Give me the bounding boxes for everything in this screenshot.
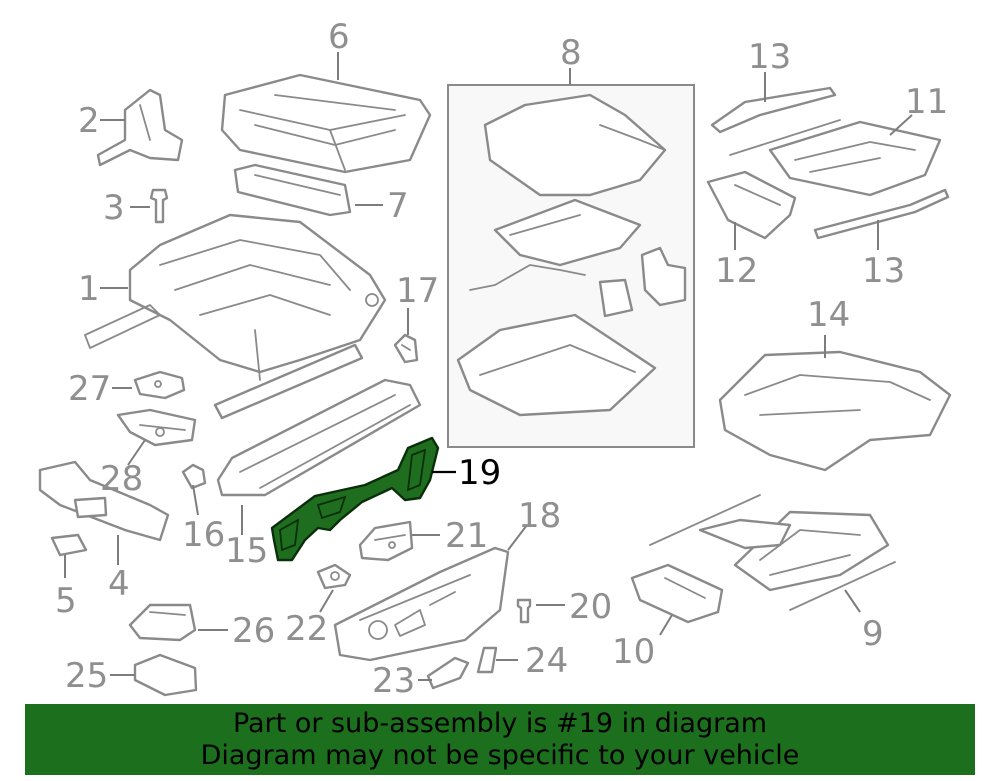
callout-1: 1 [78,269,100,309]
part-2-bracket[interactable] [96,88,184,167]
part-26-bracket[interactable] [128,603,197,642]
part-6-cushion-pan[interactable] [220,73,432,174]
callout-20: 20 [569,587,612,627]
exploded-parts-diagram: 6 2 3 1 7 8 13 11 12 13 14 17 27 28 16 1… [38,17,952,700]
part-21-latch[interactable] [358,520,414,562]
part-22-knob[interactable] [316,563,352,590]
callout-7: 7 [387,186,409,226]
callout-8: 8 [560,33,582,73]
part-13-top-strip[interactable] [710,86,837,134]
callout-21: 21 [445,516,488,556]
part-10-pad[interactable] [630,563,724,624]
part-14-cushion-cover[interactable] [718,350,952,472]
part-24-button[interactable] [476,646,498,674]
part-12-pad[interactable] [706,170,797,240]
callout-16: 16 [182,515,225,555]
callout-23: 23 [372,661,415,700]
callout-24: 24 [525,641,568,681]
part-7-foam-pad[interactable] [233,163,352,217]
banner-line-1: Part or sub-assembly is #19 in diagram [232,708,768,739]
callout-labels: 6 2 3 1 7 8 13 11 12 13 14 17 27 28 16 1… [55,17,948,700]
callout-13-top: 13 [748,37,791,77]
banner-line-2: Diagram may not be specific to your vehi… [200,740,800,771]
callout-25: 25 [65,656,108,696]
callout-26: 26 [232,611,275,651]
part-15-side-trim[interactable] [216,378,422,497]
callout-13-lower: 13 [862,251,905,291]
part-20-push-pin[interactable] [516,598,532,624]
part-8-kit-box[interactable] [447,84,695,448]
part-18-side-panel[interactable] [333,546,510,662]
callout-27: 27 [68,369,111,409]
part-17-clip[interactable] [393,333,419,364]
part-23-button[interactable] [426,656,470,690]
part-28-motor-bracket[interactable] [116,408,197,447]
notice-banner: Part or sub-assembly is #19 in diagram D… [25,704,975,775]
part-5-switch[interactable] [50,533,88,557]
leader-lines [64,52,913,681]
callout-9: 9 [862,614,884,654]
callout-17: 17 [396,271,439,311]
part-11-heater-mat[interactable] [729,119,942,197]
callout-19: 19 [458,453,501,493]
part-16-clip[interactable] [181,463,207,490]
callout-3: 3 [103,188,125,228]
part-25-module[interactable] [133,653,198,697]
part-19-highlighted-bracket[interactable] [270,436,440,562]
callout-28: 28 [100,459,143,499]
callout-6: 6 [328,17,350,57]
part-1-seat-frame[interactable] [84,213,387,420]
part-27-cover[interactable] [133,370,186,400]
part-13-lower-strip[interactable] [813,188,950,240]
callout-22: 22 [285,609,328,649]
callout-4: 4 [108,564,130,604]
callout-15: 15 [225,531,268,571]
callout-18: 18 [518,496,561,536]
part-9-heater-element[interactable] [649,494,896,611]
callout-11: 11 [905,82,948,122]
part-4-side-shield[interactable] [38,460,170,542]
callout-2: 2 [78,101,100,141]
callout-14: 14 [807,295,850,335]
callout-5: 5 [55,581,77,621]
part-3-pin[interactable] [149,188,169,224]
callout-12: 12 [715,251,758,291]
callout-10: 10 [612,632,655,672]
